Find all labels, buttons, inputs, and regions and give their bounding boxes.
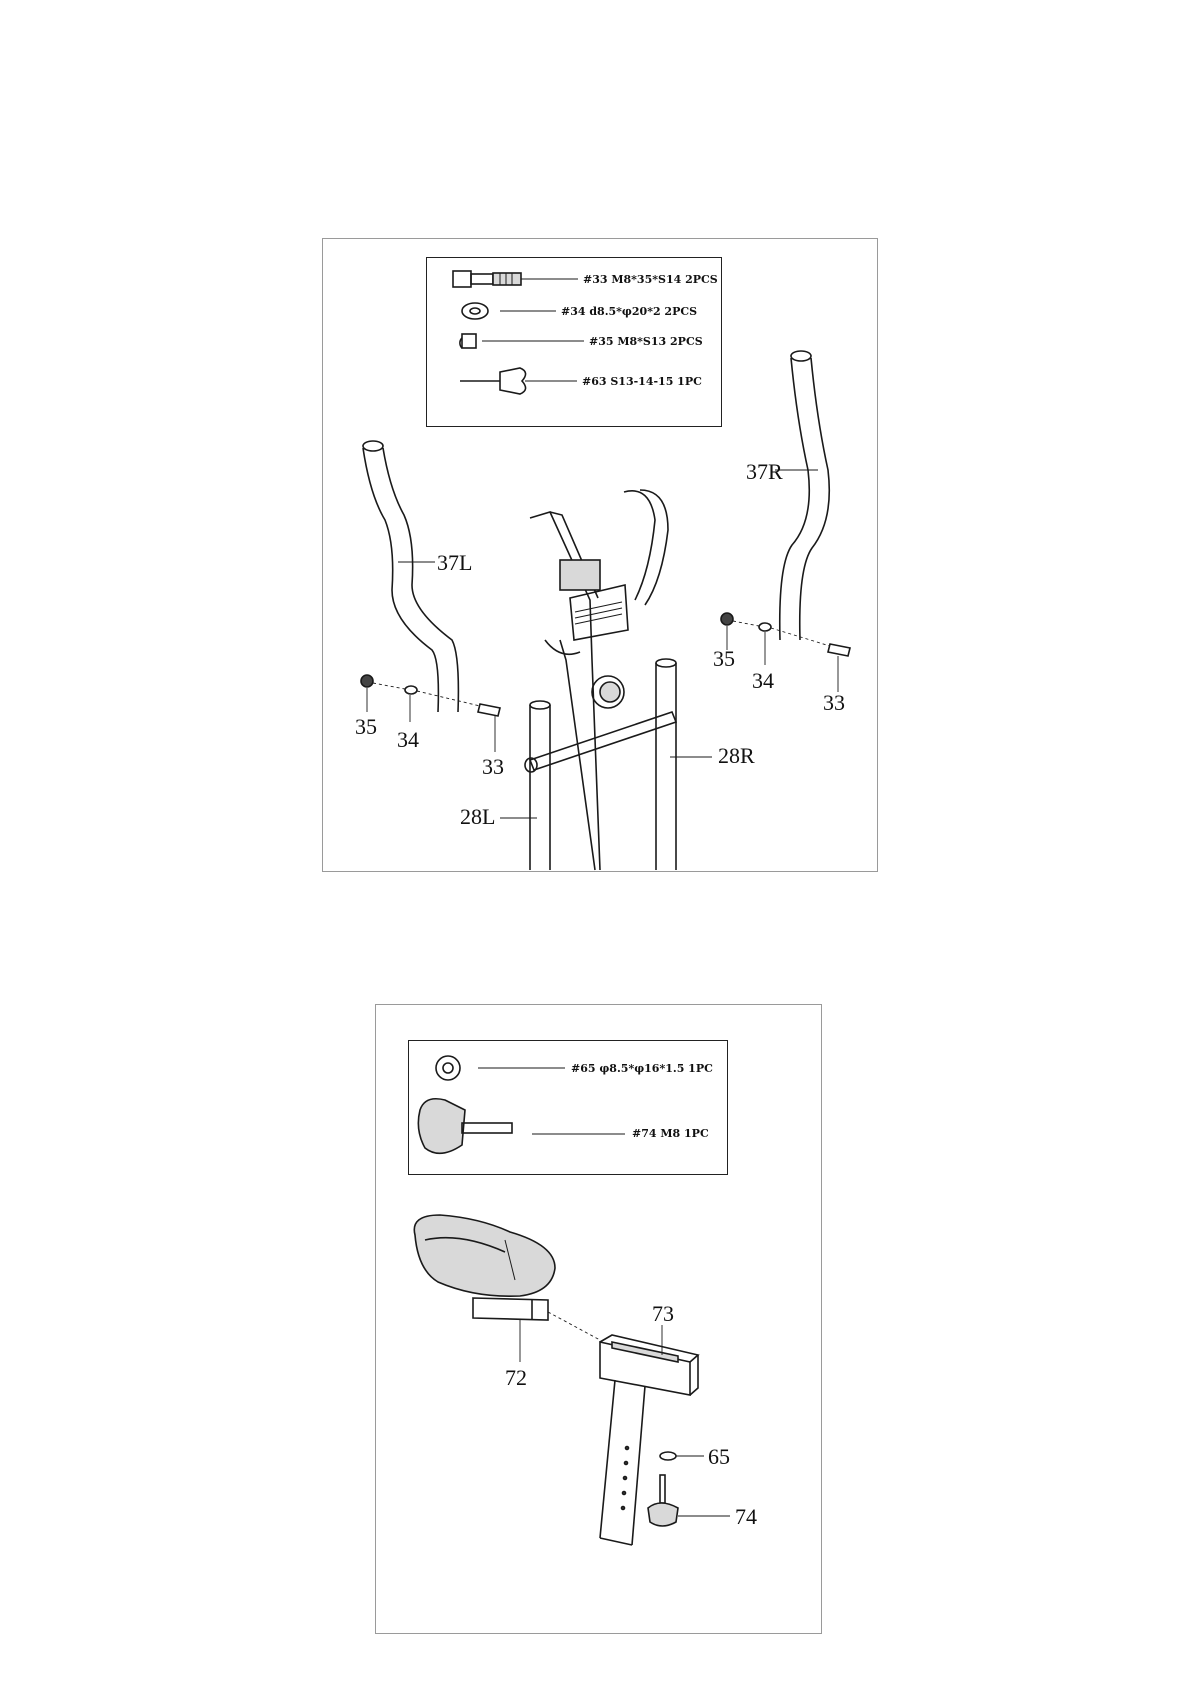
callout-73: 73 xyxy=(652,1303,674,1325)
washer-icon xyxy=(436,1056,565,1080)
hardware-label-74: #74 M8 1PC xyxy=(632,1127,709,1140)
callout-72: 72 xyxy=(505,1367,527,1389)
seat xyxy=(414,1215,600,1362)
hardware-label-65: #65 φ8.5*φ16*1.5 1PC xyxy=(571,1062,713,1075)
callout-74: 74 xyxy=(735,1506,757,1528)
knob-icon xyxy=(418,1099,625,1154)
callout-65: 65 xyxy=(708,1446,730,1468)
